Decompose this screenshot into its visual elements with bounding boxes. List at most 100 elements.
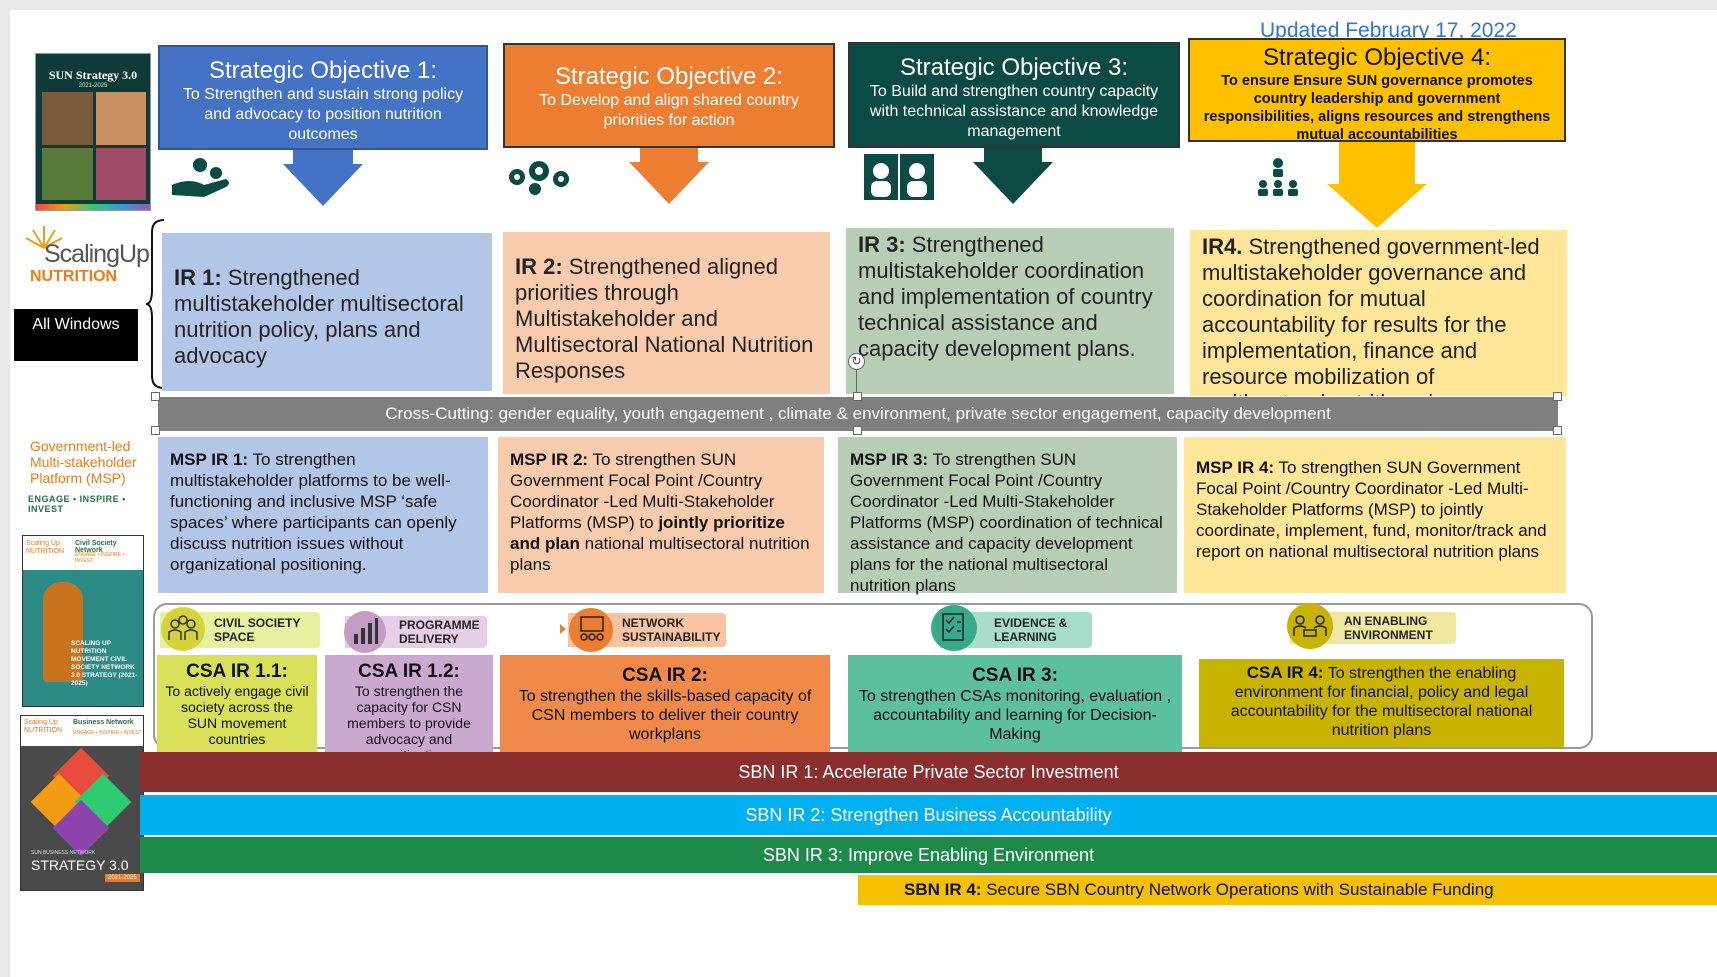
sbn4-text: Secure SBN Country Network Operations wi… — [981, 880, 1494, 899]
so1-text: To Strengthen and sustain strong policy … — [182, 86, 464, 143]
msp1-text: To strengthen multistakeholder platforms… — [170, 450, 457, 574]
so1-arrow-head — [283, 164, 363, 206]
csa2-label: CSA IR 2: — [622, 665, 708, 686]
logo-sub-text: NUTRITION — [30, 268, 118, 285]
selection-handle[interactable] — [1553, 392, 1562, 401]
msp-logo-tagline: ENGAGE • INSPIRE • INVEST — [28, 494, 126, 514]
selection-handle[interactable] — [853, 392, 862, 401]
selection-handle[interactable] — [1553, 426, 1562, 435]
csn-network-text: Civil Society Network — [75, 540, 117, 554]
strategic-objective-4: Strategic Objective 4: To ensure Ensure … — [1188, 38, 1566, 143]
msp-logo-title: Government-led Multi-stakeholder Platfor… — [30, 438, 137, 486]
updated-label: Updated February 17, 2022 — [1260, 19, 1517, 42]
csa-ir-2-box: CSA IR 2: To strengthen the skills-based… — [500, 655, 830, 753]
all-windows-label: All Windows — [32, 316, 120, 333]
bar-chart-icon — [344, 611, 386, 653]
sbn-logo-text: Scaling Up NUTRITION — [24, 719, 63, 734]
sbn-ir-4-bar: SBN IR 4: Secure SBN Country Network Ope… — [858, 875, 1717, 905]
msp2-text-bold: jointly prioritize and plan — [510, 513, 785, 553]
ir3-text: Strengthened multistakeholder coordinati… — [858, 232, 1153, 361]
rotate-handle-icon[interactable]: ↻ — [848, 353, 865, 370]
hand-gears-icon — [172, 158, 229, 197]
csn-cover-person — [43, 582, 83, 682]
sbn-tag-text: ENGAGE • INSPIRE • INVEST — [73, 730, 142, 736]
sbn-cover-small: SUN BUSINESS NETWORK — [31, 850, 96, 856]
csa2-text: To strengthen the skills-based capacity … — [518, 688, 812, 743]
pill5-label: AN ENABLING ENVIRONMENT — [1344, 614, 1433, 642]
so3-text: To Build and strengthen country capacity… — [869, 83, 1159, 140]
sbn1-text: Accelerate Private Sector Investment — [818, 762, 1119, 782]
ir-2-box: IR 2: Strengthened aligned priorities th… — [503, 232, 830, 394]
ir-4-box: IR4. Strengthened government-led multist… — [1190, 230, 1567, 396]
selection-handle[interactable] — [853, 426, 862, 435]
ir2-label: IR 2: — [515, 254, 563, 279]
so2-text: To Develop and align shared country prio… — [539, 92, 799, 129]
csa4-label: CSA IR 4: — [1246, 663, 1324, 682]
sbn-ir-3-bar: SBN IR 3: Improve Enabling Environment — [140, 837, 1717, 873]
checklist-icon — [931, 605, 977, 651]
so2-title: Strategic Objective 2: — [554, 63, 784, 90]
so1-arrow-stem — [293, 150, 353, 164]
csa-ir-1-2-box: CSA IR 1.2: To strengthen the capacity f… — [325, 655, 493, 753]
meeting-icon — [1287, 603, 1333, 649]
csa12-text: To strengthen the capacity for CSN membe… — [347, 683, 471, 753]
all-windows-box: All Windows — [14, 309, 138, 361]
diagram-page: Updated February 17, 2022 SUN Strategy 3… — [10, 10, 1717, 977]
so3-arrow-head — [973, 162, 1053, 204]
msp3-text: To strengthen SUN Government Focal Point… — [850, 450, 1163, 595]
csa3-text: To strengthen CSAs monitoring, evaluatio… — [858, 688, 1172, 743]
msp-ir-1-box: MSP IR 1: To strengthen multistakeholder… — [158, 437, 488, 593]
sun-rays-icon — [25, 226, 63, 249]
so2-arrow-stem — [640, 148, 698, 162]
sun-logo: ScalingUp NUTRITION — [20, 218, 155, 290]
sbn1-label: SBN IR 1: — [738, 762, 819, 782]
pill3-label: NETWORK SUSTAINABILITY — [622, 616, 721, 644]
pill4-label: EVIDENCE & LEARNING — [994, 616, 1068, 644]
strategic-objective-1: Strategic Objective 1: To Strengthen and… — [158, 45, 488, 150]
sbn-cover-diamonds — [30, 747, 132, 857]
people-icon — [864, 154, 934, 200]
sbn-network-text: Business Network — [73, 719, 134, 726]
cross-cutting-text: Cross-Cutting: gender equality, youth en… — [385, 404, 1331, 423]
csa11-text: To actively engage civil society across … — [165, 683, 309, 747]
msp2-label: MSP IR 2: — [510, 450, 589, 469]
csn-tag-text: ENGAGE • INSPIRE • INVEST — [75, 552, 125, 564]
ir3-label: IR 3: — [858, 232, 906, 257]
so4-arrow-head — [1327, 184, 1427, 228]
sbn-cover-years: 2021-2025 — [105, 874, 140, 882]
msp-ir-4-box: MSP IR 4: To strengthen SUN Government F… — [1184, 437, 1566, 593]
csa3-label: CSA IR 3: — [972, 665, 1058, 686]
strategic-objective-3: Strategic Objective 3: To Build and stre… — [848, 42, 1180, 148]
sbn2-label: SBN IR 2: — [745, 805, 826, 825]
pill2-label: PROGRAMME DELIVERY — [399, 618, 480, 646]
ir2-text: Strengthened aligned priorities through … — [515, 254, 814, 383]
ir4-text: Strengthened government-led multistakeho… — [1202, 234, 1540, 396]
selection-handle[interactable] — [151, 392, 160, 401]
sbn2-text: Strengthen Business Accountability — [825, 805, 1112, 825]
csa-ir-1-1-box: CSA IR 1.1: To actively engage civil soc… — [157, 655, 317, 753]
msp2-text-1: To strengthen SUN Government Focal Point… — [510, 450, 775, 532]
gears-icon — [509, 161, 569, 195]
so4-title: Strategic Objective 4: — [1262, 44, 1492, 71]
selection-handle[interactable] — [151, 426, 160, 435]
cover-title: SUN Strategy 3.0 — [48, 68, 138, 82]
group-icon — [161, 607, 205, 651]
csa12-label: CSA IR 1.2: — [358, 661, 460, 682]
logo-main-text: ScalingUp — [44, 240, 150, 268]
csa-ir-4-box: CSA IR 4: To strengthen the enabling env… — [1199, 659, 1564, 747]
sbn3-label: SBN IR 3: — [762, 845, 843, 865]
sbn-strategy-cover: Scaling Up NUTRITION Business Network EN… — [20, 715, 144, 891]
so4-arrow-stem — [1339, 142, 1415, 184]
csa4-text: To strengthen the enabling environment f… — [1230, 665, 1533, 739]
sbn3-text: Improve Enabling Environment — [842, 845, 1095, 865]
csn-cover-text: SCALING UP NUTRITION MOVEMENT CIVIL SOCI… — [71, 640, 138, 687]
pill1-label: CIVIL SOCIETY SPACE — [214, 616, 301, 644]
so3-title: Strategic Objective 3: — [899, 54, 1129, 81]
msp4-label: MSP IR 4: — [1196, 458, 1275, 477]
msp2-text-2: national multisectoral nutrition plans — [510, 534, 810, 574]
caret-right-icon — [560, 624, 566, 634]
cross-cutting-bar[interactable]: Cross-Cutting: gender equality, youth en… — [158, 397, 1558, 431]
ir-3-box: IR 3: Strengthened multistakeholder coor… — [846, 228, 1174, 394]
presentation-icon — [569, 608, 613, 652]
csn-logo-text: Scaling Up NUTRITION — [26, 540, 65, 555]
